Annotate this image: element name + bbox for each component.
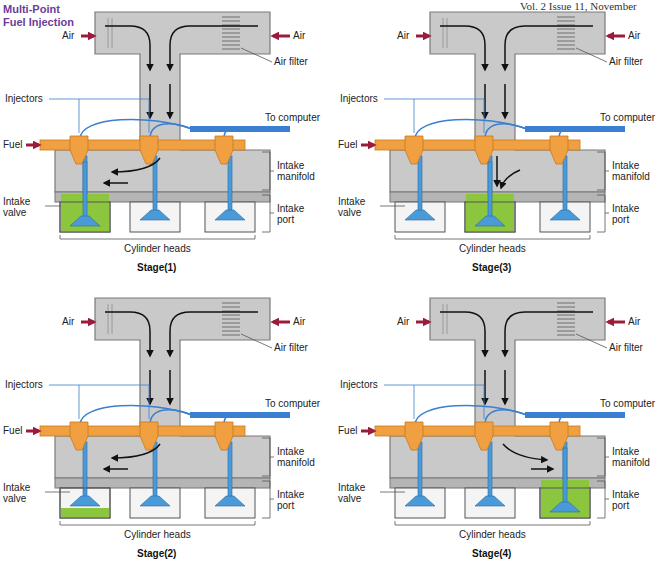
part-label: Injectors [340, 379, 378, 390]
part-label: Intake valve [3, 482, 43, 504]
part-label: Intake valve [3, 196, 43, 218]
air-label: Air [397, 30, 409, 41]
air-label: Air [397, 316, 409, 327]
stage-caption: Stage(2) [137, 548, 176, 559]
diagram-title: Multi-Point Fuel Injection [3, 3, 83, 29]
part-label: Fuel [3, 425, 22, 436]
part-label: Intake manifold [277, 446, 325, 468]
part-label: Fuel [3, 139, 22, 150]
page-header: Vol. 2 Issue 11, November [520, 0, 637, 12]
stage-caption: Stage(3) [472, 262, 511, 273]
part-label: Intake valve [338, 196, 378, 218]
part-label: Intake port [612, 489, 652, 511]
air-label: Air [628, 30, 640, 41]
part-label: Air filter [609, 56, 643, 67]
signal-label: To computer [265, 398, 320, 409]
air-label: Air [62, 30, 74, 41]
stage-caption: Stage(1) [137, 262, 176, 273]
part-label: Fuel [338, 425, 357, 436]
stage-panel [26, 298, 290, 525]
signal-label: To computer [600, 112, 655, 123]
part-label: Cylinder heads [124, 243, 191, 254]
signal-label: To computer [600, 398, 655, 409]
part-label: Intake manifold [612, 446, 660, 468]
part-label: Injectors [5, 379, 43, 390]
air-label: Air [62, 316, 74, 327]
part-label: Cylinder heads [459, 243, 526, 254]
stage-panel [361, 298, 625, 525]
part-label: Intake port [277, 489, 317, 511]
part-label: Intake port [277, 203, 317, 225]
part-label: Cylinder heads [459, 529, 526, 540]
stage-panel [361, 12, 625, 239]
part-label: Injectors [340, 93, 378, 104]
signal-label: To computer [265, 112, 320, 123]
part-label: Intake manifold [612, 160, 660, 182]
part-label: Air filter [274, 56, 308, 67]
part-label: Air filter [274, 342, 308, 353]
part-label: Fuel [338, 139, 357, 150]
air-label: Air [628, 316, 640, 327]
air-label: Air [293, 316, 305, 327]
part-label: Intake valve [338, 482, 378, 504]
part-label: Intake manifold [277, 160, 325, 182]
part-label: Injectors [5, 93, 43, 104]
part-label: Cylinder heads [124, 529, 191, 540]
air-label: Air [293, 30, 305, 41]
part-label: Intake port [612, 203, 652, 225]
part-label: Air filter [609, 342, 643, 353]
stage-caption: Stage(4) [472, 548, 511, 559]
stage-panel [26, 12, 290, 239]
